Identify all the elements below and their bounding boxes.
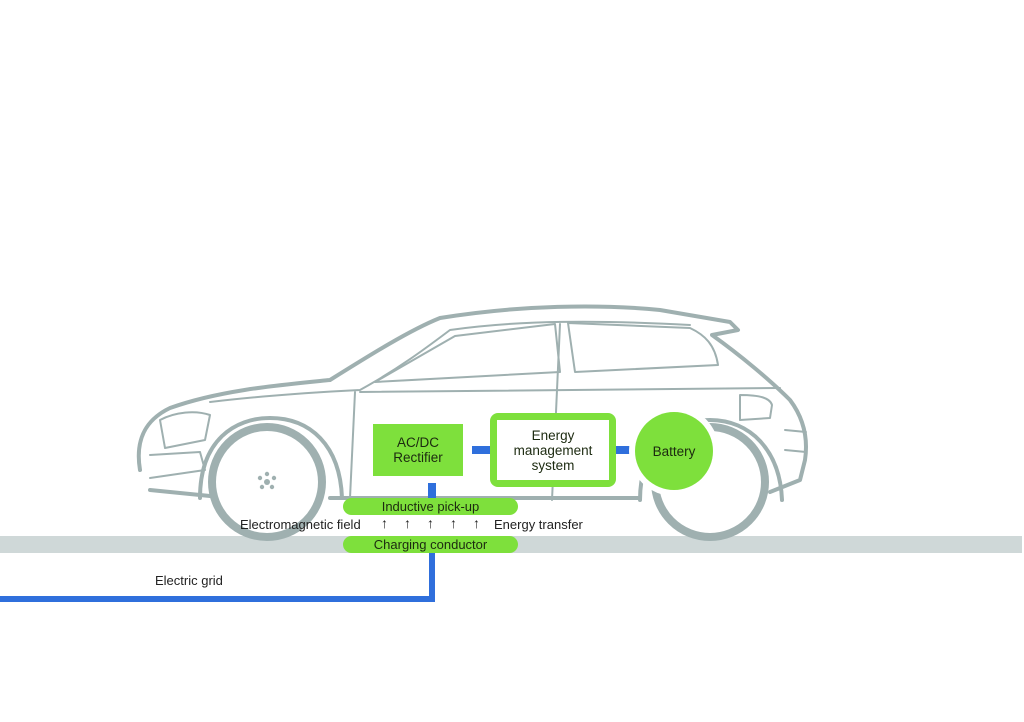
up-arrow-icon: ↑ (381, 515, 388, 531)
connector-rectifier-ems (472, 446, 494, 454)
ems-line1: Energy (531, 427, 575, 443)
rectifier-line2: Rectifier (393, 450, 443, 465)
up-arrow-icon: ↑ (473, 515, 480, 531)
rectifier-line1: AC/DC (396, 435, 439, 450)
battery-circle (635, 412, 713, 490)
up-arrow-icon: ↑ (427, 515, 434, 531)
ems-label: Energy management system (497, 420, 609, 480)
rectifier-label: AC/DC Rectifier (373, 424, 463, 476)
front-wheel-hub (257, 471, 277, 490)
battery-label: Battery (652, 443, 696, 459)
up-arrow-icon: ↑ (404, 515, 411, 531)
connector-ems-battery (614, 446, 636, 454)
electric-grid-line (0, 553, 435, 602)
electromagnetic-field-label: Electromagnetic field (240, 517, 361, 532)
ems-line2: management (513, 442, 593, 458)
ems-inner (497, 420, 609, 480)
energy-transfer-label: Energy transfer (494, 517, 583, 532)
rectifier-box (373, 424, 463, 476)
ems-line3: system (531, 457, 575, 473)
charging-conductor: Charging conductor (343, 536, 518, 553)
up-arrow-icon: ↑ (450, 515, 457, 531)
connector-rectifier-pickup (428, 478, 436, 498)
inductive-pickup: Inductive pick-up (343, 498, 518, 515)
electric-grid-label: Electric grid (155, 573, 223, 588)
